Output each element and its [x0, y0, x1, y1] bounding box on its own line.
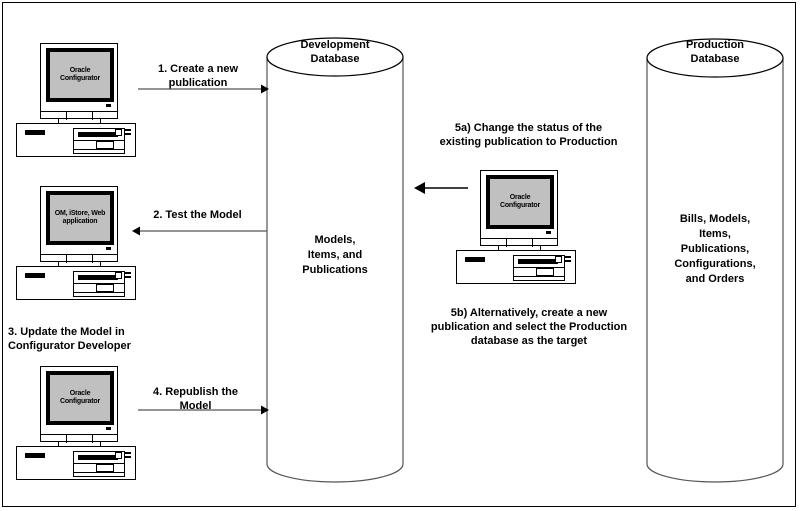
monitor-case: Oracle Configurator [480, 170, 558, 239]
drive-bay-bar-icon [78, 455, 118, 460]
monitor-screen-label: OM, iStore, Web application [50, 195, 110, 241]
base-indicator-square-icon [555, 256, 562, 263]
monitor-foot-divider [66, 435, 67, 443]
workstation-oracle-configurator-bottom: Oracle Configurator [16, 366, 136, 480]
monitor-foot-divider [92, 112, 93, 120]
monitor-stand-leg [58, 118, 59, 124]
monitor-foot [40, 111, 118, 120]
drive-bay-bar-icon [78, 275, 118, 280]
production-database-cylinder [646, 38, 784, 483]
arrow-step-4 [138, 405, 269, 415]
drive-bay-bar-icon [518, 259, 558, 264]
drive-bay-divider [514, 276, 564, 277]
monitor-foot-divider [92, 255, 93, 263]
arrow-step-2 [132, 226, 267, 236]
base-indicator-square-icon [115, 129, 122, 136]
monitor-screen-label: Oracle Configurator [490, 179, 550, 225]
monitor-foot [40, 254, 118, 263]
drive-bay-divider [514, 267, 564, 268]
monitor-foot-divider [66, 112, 67, 120]
monitor-screen-label: Oracle Configurator [50, 375, 110, 421]
monitor-case: Oracle Configurator [40, 43, 118, 112]
monitor-foot-divider [66, 255, 67, 263]
drive-bay-divider [74, 463, 124, 464]
step-5b-label: 5b) Alternatively, create a new publicat… [430, 307, 628, 347]
base-slot-icon [25, 130, 45, 135]
monitor-screen-label: Oracle Configurator [50, 52, 110, 98]
step-1-label: 1. Create a new publication [157, 63, 239, 89]
computer-base-unit [456, 250, 576, 284]
drive-bay-button-icon [536, 268, 554, 276]
base-slot-icon [25, 453, 45, 458]
workstation-oracle-configurator-middle: Oracle Configurator [456, 170, 576, 284]
development-database-title: Development Database [300, 39, 370, 65]
production-database-contents: Bills, Models, Items, Publications, Conf… [674, 213, 756, 285]
workstation-oracle-configurator-top: Oracle Configurator [16, 43, 136, 157]
monitor-stand-leg [498, 245, 499, 251]
monitor-power-led-icon [106, 104, 111, 107]
monitor-foot-divider [92, 435, 93, 443]
arrow-step-1 [138, 84, 269, 94]
computer-base-unit [16, 266, 136, 300]
arrow-step-5a [414, 182, 468, 194]
base-slot-icon [465, 257, 485, 262]
base-drive-bay [73, 271, 125, 297]
step-3-label: 3. Update the Model in Configurator Deve… [8, 326, 131, 352]
production-database-title: Production Database [685, 39, 745, 65]
monitor-foot [480, 238, 558, 247]
monitor-power-led-icon [546, 231, 551, 234]
computer-base-unit [16, 446, 136, 480]
monitor-case: OM, iStore, Web application [40, 186, 118, 255]
monitor-stand-leg [100, 261, 101, 267]
monitor-power-led-icon [106, 247, 111, 250]
development-database-cylinder [266, 37, 404, 483]
drive-bay-button-icon [96, 141, 114, 149]
base-indicator-square-icon [115, 272, 122, 279]
base-indicator-bars-icon [124, 452, 131, 459]
base-indicator-bars-icon [564, 256, 571, 263]
monitor-power-led-icon [106, 427, 111, 430]
monitor-case: Oracle Configurator [40, 366, 118, 435]
development-database-contents: Models, Items, and Publications [302, 234, 368, 276]
base-slot-icon [25, 273, 45, 278]
workstation-om-istore-web-application: OM, iStore, Web application [16, 186, 136, 300]
monitor-stand-leg [100, 441, 101, 447]
monitor-stand-leg [540, 245, 541, 251]
monitor-stand-leg [58, 441, 59, 447]
drive-bay-divider [74, 149, 124, 150]
monitor-foot-divider [506, 239, 507, 247]
drive-bay-divider [74, 283, 124, 284]
step-4-label: 4. Republish the Model [153, 386, 238, 412]
drive-bay-divider [74, 140, 124, 141]
drive-bay-button-icon [96, 464, 114, 472]
step-5a-label: 5a) Change the status of the existing pu… [439, 122, 618, 148]
base-indicator-bars-icon [124, 272, 131, 279]
drive-bay-button-icon [96, 284, 114, 292]
drive-bay-bar-icon [78, 132, 118, 137]
base-drive-bay [73, 128, 125, 154]
computer-base-unit [16, 123, 136, 157]
monitor-foot-divider [532, 239, 533, 247]
base-indicator-square-icon [115, 452, 122, 459]
step-2-label: 2. Test the Model [153, 209, 242, 221]
monitor-foot [40, 434, 118, 443]
drive-bay-divider [74, 472, 124, 473]
monitor-stand-leg [58, 261, 59, 267]
monitor-stand-leg [100, 118, 101, 124]
drive-bay-divider [74, 292, 124, 293]
base-indicator-bars-icon [124, 129, 131, 136]
